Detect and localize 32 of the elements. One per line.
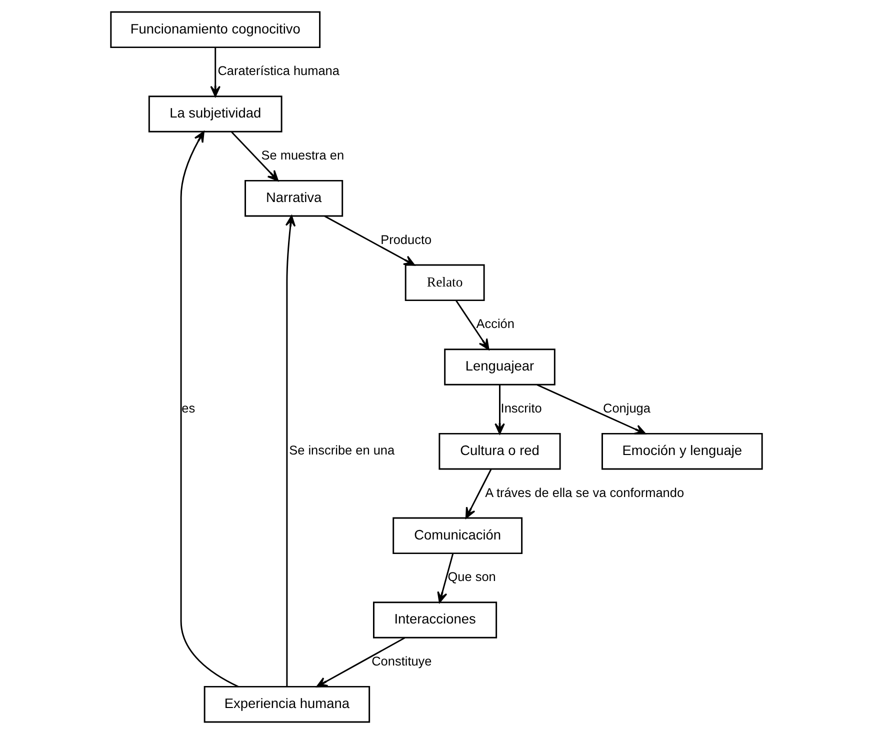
arrow bbox=[436, 554, 454, 603]
node-box: Relato bbox=[404, 264, 484, 302]
node-box: Narrativa bbox=[244, 180, 343, 217]
arrow bbox=[464, 469, 492, 519]
edge-label: Que son bbox=[447, 569, 496, 584]
edge-label: Se inscribe en una bbox=[288, 442, 394, 458]
edge-label: Se muestra en bbox=[260, 147, 344, 162]
arrow bbox=[230, 132, 278, 182]
node-box: Lenguajear bbox=[444, 348, 555, 386]
node-box: Funcionamiento cognocitivo bbox=[110, 11, 320, 48]
edge-label: Conjuga bbox=[602, 400, 650, 416]
node-box: Emoción y lenguaje bbox=[601, 432, 762, 470]
node-box: La subjetividad bbox=[148, 96, 282, 132]
arrow bbox=[180, 131, 238, 688]
edge-label: A tráves de ella se va conformando bbox=[484, 484, 684, 500]
edge-label: Inscrito bbox=[500, 400, 542, 416]
edge-label: Constituye bbox=[371, 654, 432, 669]
edge-label: es bbox=[181, 400, 195, 416]
arrow bbox=[316, 637, 405, 688]
edge-label: Acción bbox=[476, 316, 514, 332]
arrow bbox=[536, 384, 646, 434]
node-box: Comunicación bbox=[392, 517, 522, 554]
node-box: Experiencia humana bbox=[203, 686, 370, 723]
edge-label: Producto bbox=[380, 232, 432, 247]
arrow bbox=[210, 48, 220, 97]
arrow bbox=[455, 300, 489, 350]
node-box: Cultura o red bbox=[438, 432, 560, 470]
arrow bbox=[494, 385, 504, 434]
arrow bbox=[284, 215, 296, 687]
edge-label: Caraterística humana bbox=[217, 63, 339, 78]
node-box: Interacciones bbox=[372, 602, 497, 638]
arrow bbox=[324, 216, 414, 266]
